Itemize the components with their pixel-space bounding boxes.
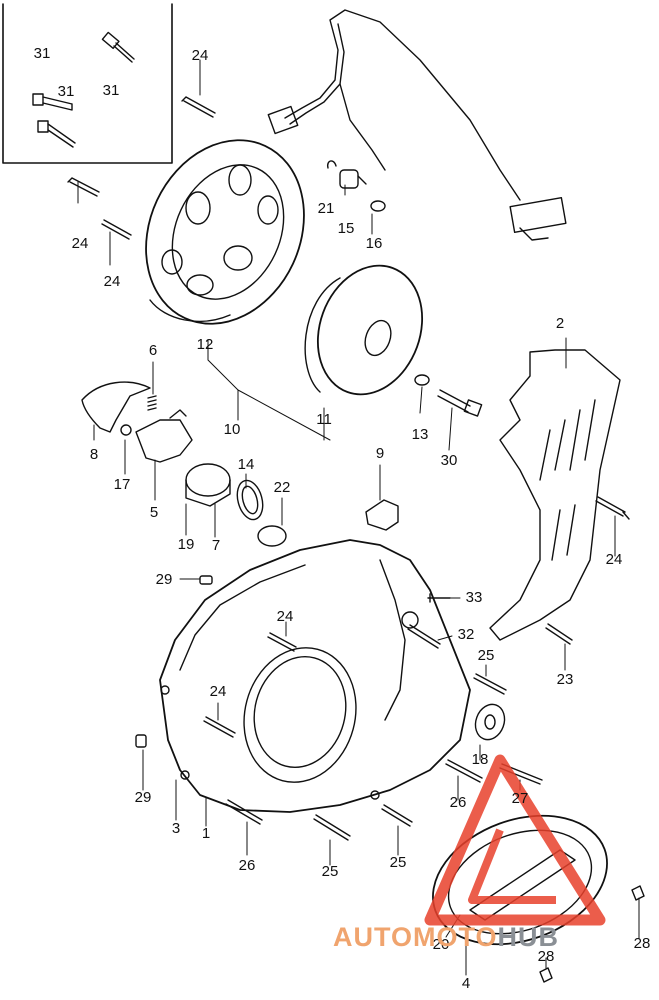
label-28: 28 — [537, 948, 555, 965]
label-16: 16 — [365, 235, 383, 252]
label-25: 25 — [321, 863, 339, 880]
label-31: 31 — [102, 82, 120, 99]
label-8: 8 — [89, 446, 99, 463]
screw-28-icon — [631, 885, 645, 901]
washer-13-icon — [414, 374, 430, 386]
watermark-logo — [424, 754, 606, 926]
label-6: 6 — [148, 342, 158, 359]
label-31: 31 — [57, 83, 75, 100]
label-31: 31 — [33, 45, 51, 62]
label-12: 12 — [196, 336, 214, 353]
watermark-text: AUTOMOTOHUB — [333, 922, 560, 952]
label-32: 32 — [457, 626, 475, 643]
label-3: 3 — [171, 820, 181, 837]
screw-31-icon — [32, 31, 135, 148]
label-25: 25 — [389, 854, 407, 871]
label-27: 27 — [511, 790, 529, 807]
label-25: 25 — [477, 647, 495, 664]
label-20: 20 — [432, 936, 450, 953]
bolt-25-icon — [473, 673, 507, 695]
leader-lines — [77, 59, 640, 976]
label-15: 15 — [337, 220, 355, 237]
label-28: 28 — [633, 935, 651, 952]
stator-12-icon — [145, 9, 567, 325]
label-21: 21 — [317, 200, 335, 217]
screw-33-icon — [427, 593, 451, 603]
ring-22-icon — [257, 525, 287, 547]
bearing-19-icon — [185, 463, 231, 507]
label-14: 14 — [237, 456, 255, 473]
label-24: 24 — [191, 47, 209, 64]
label-17: 17 — [113, 476, 131, 493]
bolt-30-icon — [437, 389, 483, 417]
label-24: 24 — [71, 235, 89, 252]
cover-2-icon — [489, 349, 621, 641]
label-33: 33 — [465, 589, 483, 606]
label-19: 19 — [177, 536, 195, 553]
label-9: 9 — [375, 445, 385, 462]
bolt-26-icon — [445, 759, 483, 783]
label-5: 5 — [149, 504, 159, 521]
label-2: 2 — [555, 315, 565, 332]
bolt-23-icon — [545, 623, 573, 645]
label-1: 1 — [201, 825, 211, 842]
rotor-11-icon — [304, 264, 424, 396]
label-24: 24 — [276, 608, 294, 625]
housing-5-icon — [135, 409, 193, 463]
bolt-24-icon — [67, 96, 630, 738]
label-24: 24 — [209, 683, 227, 700]
crankcase-cover-icon — [159, 539, 471, 813]
label-13: 13 — [411, 426, 429, 443]
gasket-14-icon — [236, 479, 264, 521]
ring-17-icon — [120, 424, 132, 436]
bracket-9-icon — [365, 499, 399, 531]
label-29: 29 — [134, 789, 152, 806]
label-23: 23 — [556, 671, 574, 688]
bolt-32-icon — [407, 624, 441, 649]
label-10: 10 — [223, 421, 241, 438]
label-30: 30 — [440, 452, 458, 469]
inset-frame — [2, 3, 173, 164]
label-26: 26 — [449, 794, 467, 811]
plug-18-icon — [474, 703, 506, 741]
label-22: 22 — [273, 479, 291, 496]
guard-8-icon — [81, 381, 151, 433]
label-26: 26 — [238, 857, 256, 874]
dowel-29-icon — [199, 575, 213, 585]
label-11: 11 — [316, 411, 332, 428]
label-24: 24 — [103, 273, 121, 290]
label-29: 29 — [155, 571, 173, 588]
label-18: 18 — [471, 751, 489, 768]
spring-6-icon — [147, 395, 157, 411]
label-4: 4 — [461, 975, 471, 992]
label-24: 24 — [605, 551, 623, 568]
plug-15-icon — [326, 160, 386, 212]
label-7: 7 — [211, 537, 221, 554]
